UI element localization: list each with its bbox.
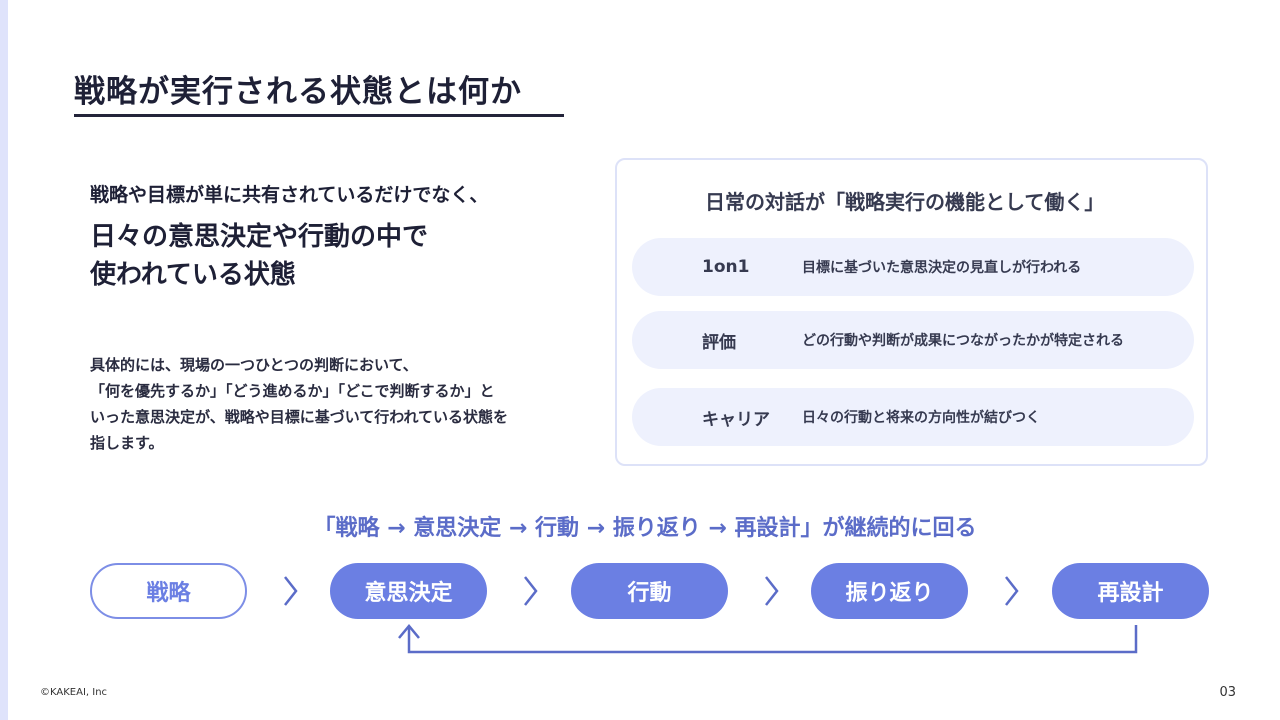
chevron-right-icon: [1005, 576, 1019, 606]
flow-step-action: 行動: [571, 563, 728, 619]
lead-line-3: 使われている状態: [90, 260, 296, 290]
body-text: 具体的には、現場の一つひとつの判断において、 「何を優先するか」「どう進めるか」…: [90, 352, 600, 456]
card-row: 1on1 目標に基づいた意思決定の見直しが行われる: [632, 238, 1194, 296]
flow-title: 「戦略 → 意思決定 → 行動 → 振り返り → 再設計」が継続的に回る: [313, 516, 977, 541]
lead-line-2: 日々の意思決定や行動の中で: [90, 222, 429, 252]
flow-step-decision: 意思決定: [330, 563, 487, 619]
flow-step-redesign: 再設計: [1052, 563, 1209, 619]
body-line: 具体的には、現場の一つひとつの判断において、: [90, 356, 418, 374]
row-value: 日々の行動と将来の方向性が結びつく: [802, 410, 1040, 426]
row-key: 評価: [702, 332, 736, 353]
lead-line-1: 戦略や目標が単に共有されているだけでなく、: [90, 184, 489, 206]
row-key: 1on1: [702, 257, 750, 277]
card-row: 評価 どの行動や判断が成果につながったかが特定される: [632, 311, 1194, 369]
copyright: ©KAKEAI, Inc: [40, 687, 108, 698]
flow-step-strategy: 戦略: [90, 563, 247, 619]
chevron-right-icon: [284, 576, 298, 606]
feedback-loop-arrow: [398, 624, 1138, 654]
row-value: 目標に基づいた意思決定の見直しが行われる: [802, 260, 1082, 276]
left-accent-stripe: [0, 0, 8, 720]
page-title: 戦略が実行される状態とは何か: [74, 74, 522, 110]
card-title: 日常の対話が「戦略実行の機能として働く」: [705, 190, 1105, 214]
lead-emphasis: 日々の意思決定や行動の中で 使われている状態: [90, 218, 428, 294]
body-line: いった意思決定が、戦略や目標に基づいて行われている状態を: [90, 408, 509, 426]
title-underline: [74, 114, 564, 117]
body-line: 指します。: [90, 434, 164, 452]
card-row: キャリア 日々の行動と将来の方向性が結びつく: [632, 388, 1194, 446]
body-line: 「何を優先するか」「どう進めるか」「どこで判断するか」と: [90, 382, 495, 400]
chevron-right-icon: [765, 576, 779, 606]
chevron-right-icon: [524, 576, 538, 606]
row-key: キャリア: [702, 409, 770, 430]
row-value: どの行動や判断が成果につながったかが特定される: [802, 333, 1124, 349]
dialogue-card: 日常の対話が「戦略実行の機能として働く」 1on1 目標に基づいた意思決定の見直…: [615, 158, 1208, 466]
flow-step-review: 振り返り: [811, 563, 968, 619]
page-number: 03: [1219, 685, 1236, 700]
